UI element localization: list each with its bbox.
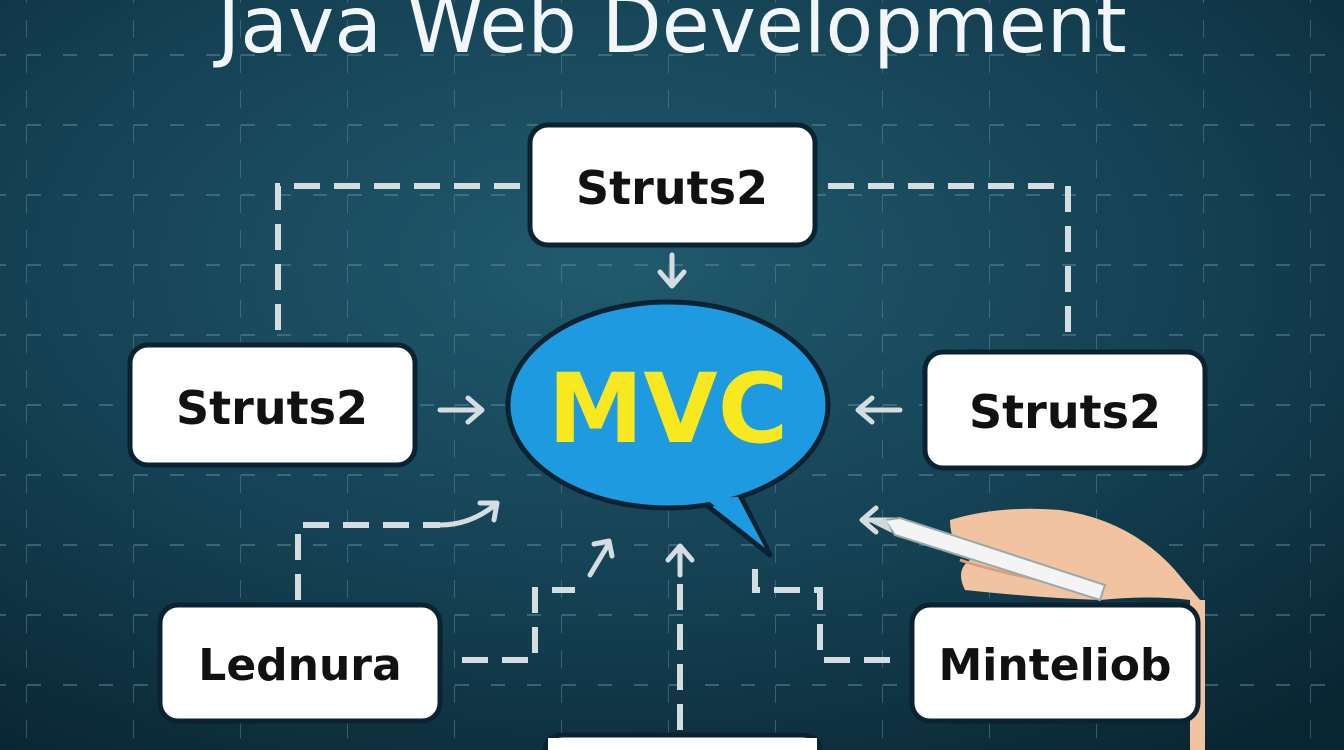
arrow-left-icon <box>855 395 903 425</box>
node-bottom-right[interactable]: Minteliob <box>909 602 1201 724</box>
connector-top-left <box>275 183 520 340</box>
node-label: Struts2 <box>576 161 768 215</box>
node-label: Struts2 <box>176 381 368 435</box>
arrow-up-right-icon <box>587 538 615 578</box>
arrow-curve-icon <box>437 500 500 528</box>
node-bottom-left[interactable]: Lednura <box>157 602 443 724</box>
hand-with-marker <box>870 508 1205 750</box>
node-left[interactable]: Struts2 <box>127 342 418 468</box>
page-title: Java Web Development <box>212 0 1127 71</box>
node-label: Struts2 <box>969 385 1161 439</box>
node-label: Minteliob <box>939 640 1172 691</box>
node-right[interactable]: Struts2 <box>922 349 1208 471</box>
mvc-label: MVC <box>548 353 788 465</box>
mvc-bubble[interactable]: MVC <box>505 299 831 558</box>
arrows <box>437 252 903 578</box>
arrow-down-icon <box>657 252 687 289</box>
node-label: Lednura <box>198 640 401 691</box>
connector-lednura <box>295 522 440 600</box>
connector-minteliob <box>752 560 890 663</box>
arrow-up-icon <box>665 543 695 578</box>
node-bottom[interactable] <box>542 732 823 750</box>
node-top[interactable]: Struts2 <box>527 122 818 248</box>
connector-lednura-step <box>462 587 575 663</box>
connector-top-right <box>828 183 1071 345</box>
arrow-right-icon <box>437 395 485 425</box>
